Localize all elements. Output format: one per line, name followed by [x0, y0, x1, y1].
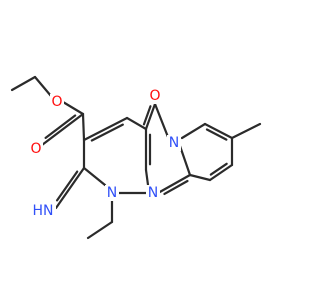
- bond-methyl: [230, 122, 262, 140]
- bond-ring1-a: [82, 116, 129, 142]
- bond-ring3-e: [188, 173, 212, 182]
- bond-ethyl-ch3: [10, 75, 37, 92]
- bond-ring2-a: [144, 168, 150, 187]
- bond-ring2-c: [178, 144, 192, 177]
- bond-ketone-n: [153, 102, 170, 139]
- structure-drawing: O O O N N N HN: [10, 75, 262, 240]
- bond-imine-double: [54, 166, 86, 210]
- bond-layer: [10, 75, 262, 240]
- ester-oxygen-single-label: O: [51, 94, 62, 110]
- bond-carbonyl-ring: [81, 112, 86, 142]
- bond-ring2-b-second: [163, 179, 189, 196]
- bond-ring3-a: [180, 122, 207, 140]
- molecule-diagram: O O O N N N HN: [10, 75, 262, 240]
- bond-ring3-d-second: [209, 162, 228, 176]
- bond-imine-double-second: [55, 170, 79, 202]
- bond-ethyl-ch2-o: [33, 75, 53, 98]
- ring-nitrogen-label: N: [148, 185, 158, 201]
- bond-ring3-b: [203, 122, 234, 140]
- bridgehead-nitrogen-label: N: [169, 135, 179, 151]
- bond-ring1-a-second: [90, 123, 124, 142]
- imine-nh-label: HN: [33, 203, 54, 219]
- bond-n-ethyl-2: [86, 220, 114, 240]
- ester-oxygen-double-label: O: [30, 141, 41, 157]
- bond-ring3-b-second: [205, 128, 228, 141]
- ketone-oxygen-label: O: [149, 88, 160, 104]
- bond-ring2-b: [156, 173, 192, 195]
- bond-ring3-d: [208, 163, 234, 182]
- bond-ketone: [144, 102, 157, 131]
- bond-ester-c-o-double-second: [44, 114, 77, 139]
- bond-o-carbonyl: [61, 100, 85, 116]
- bond-ketone-second: [142, 105, 152, 126]
- bond-ring1-d: [82, 166, 107, 187]
- bond-ring1-b: [125, 116, 148, 131]
- ethyl-nitrogen-label: N: [107, 185, 117, 201]
- bond-ester-c-o-double: [40, 112, 85, 147]
- atom-label-layer: O O O N N N HN: [29, 88, 181, 219]
